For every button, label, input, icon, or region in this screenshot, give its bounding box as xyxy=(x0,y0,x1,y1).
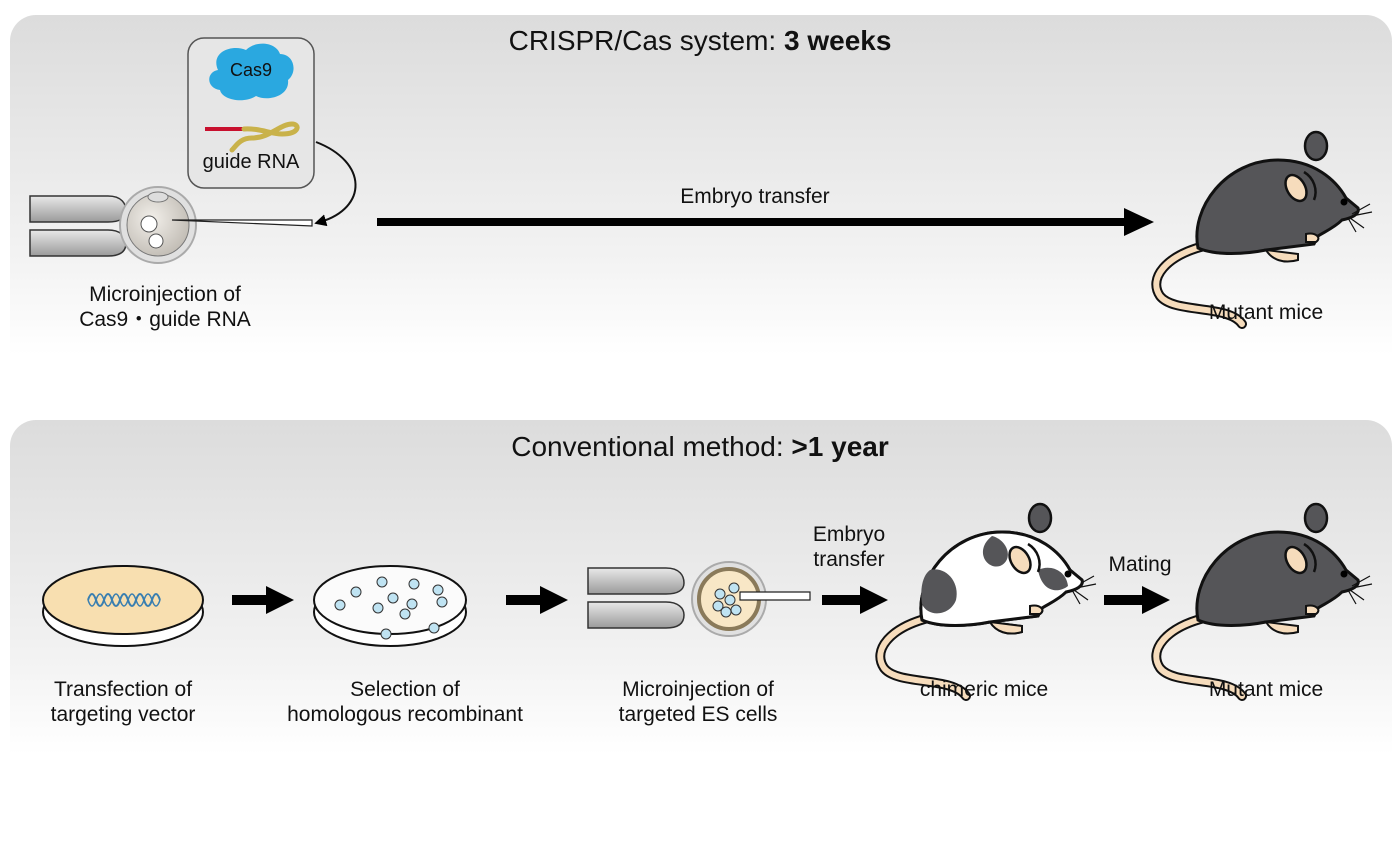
crispr-result-label: Mutant mice xyxy=(1208,301,1324,324)
conventional-title: Conventional method: >1 year xyxy=(511,431,889,462)
holding-pipette xyxy=(587,567,685,629)
holding-pipette xyxy=(29,195,127,257)
chimeric-mice-label: chimeric mice xyxy=(919,678,1049,701)
step-arrows xyxy=(232,586,1170,614)
transfection-dish-icon xyxy=(42,565,204,647)
mating-label: Mating xyxy=(1108,553,1172,576)
blastocyst-icon xyxy=(691,561,811,637)
mutant-mouse-icon xyxy=(1156,504,1372,696)
cas9-protein-icon xyxy=(209,43,294,101)
injection-arrow xyxy=(314,141,357,227)
guide-rna-scaffold xyxy=(229,121,300,153)
embryo-transfer-label: Embryo transfer xyxy=(680,185,830,208)
cas9-label: Cas9 xyxy=(229,60,273,80)
guide-rna-label: guide RNA xyxy=(202,151,300,173)
crispr-title: CRISPR/Cas system: 3 weeks xyxy=(508,25,892,56)
selection-dish-icon xyxy=(313,565,467,647)
conventional-result-label: Mutant mice xyxy=(1208,678,1324,701)
mutant-mouse-icon xyxy=(1156,132,1372,324)
injection-needle xyxy=(171,219,313,227)
